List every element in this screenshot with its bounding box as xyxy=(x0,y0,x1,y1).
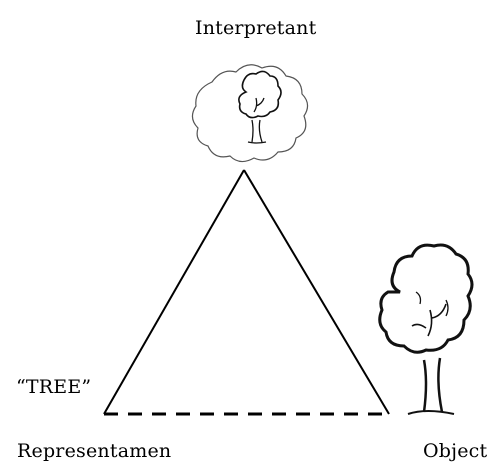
tree-icon xyxy=(378,243,474,415)
sign-word-label: “TREE” xyxy=(16,376,92,398)
object-label: Object xyxy=(423,440,488,462)
edge-interpretant-object xyxy=(243,169,390,415)
interpretant-label: Interpretant xyxy=(195,17,317,39)
representamen-label: Representamen xyxy=(17,440,172,462)
edge-representamen-interpretant xyxy=(103,169,245,415)
triangle-edges xyxy=(103,169,390,416)
tree-icon xyxy=(238,70,282,144)
